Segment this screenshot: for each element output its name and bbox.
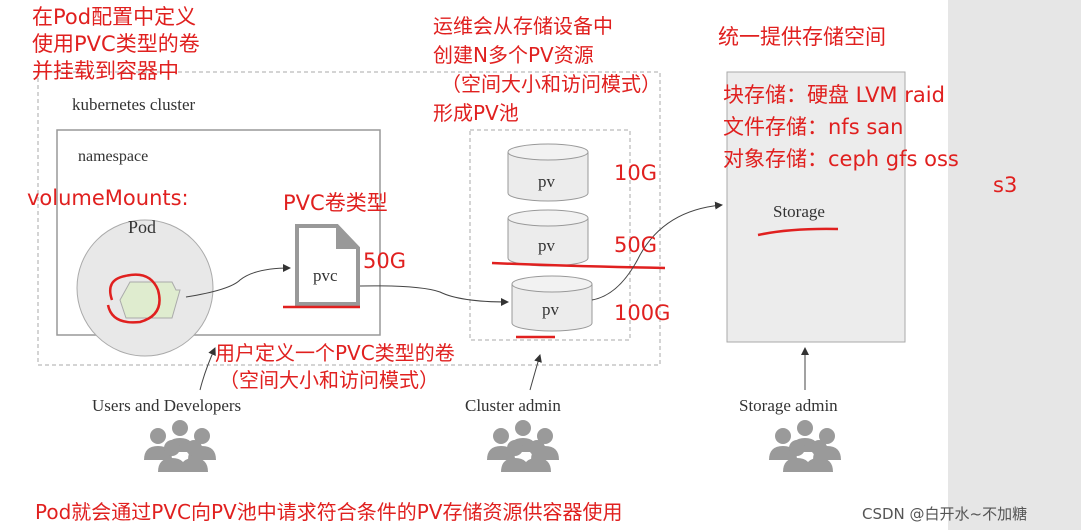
cluster-label: kubernetes cluster xyxy=(72,95,196,114)
actor-storage-admin: Storage admin xyxy=(739,396,838,415)
s3-note: s3 xyxy=(993,173,1018,197)
pv-size-100g: 100G xyxy=(614,301,671,325)
pv-label: pv xyxy=(538,172,555,191)
pvc-to-pv-arrow xyxy=(359,285,509,306)
cluster-admin-arrow xyxy=(529,354,542,391)
pod-config-note: 在Pod配置中定义 使用PVC类型的卷 并挂载到容器中 xyxy=(32,4,200,85)
gray-side-panel xyxy=(948,0,1081,530)
pvc-label: pvc xyxy=(313,266,338,285)
users-arrow xyxy=(199,347,216,391)
storage-box xyxy=(726,71,906,343)
user-define-note: 用户定义一个PVC类型的卷 （空间大小和访问模式） xyxy=(215,340,455,394)
note-line: 块存储：硬盘 LVM raid xyxy=(723,83,945,107)
note-line: （空间大小和访问模式） xyxy=(219,368,439,392)
note-line: 创建N多个PV资源 xyxy=(433,43,594,67)
note-line: 文件存储：nfs san xyxy=(723,115,904,139)
storage-label: Storage xyxy=(773,202,825,221)
note-line: 对象存储：ceph gfs oss xyxy=(723,147,959,171)
pv-size-50g: 50G xyxy=(614,233,657,257)
pvc-document-icon xyxy=(295,224,360,306)
note-line: 并挂载到容器中 xyxy=(32,59,179,83)
note-line: 运维会从存储设备中 xyxy=(433,14,613,38)
namespace-box xyxy=(56,129,381,336)
namespace-label: namespace xyxy=(78,148,149,165)
users-group-icon xyxy=(144,420,216,472)
cluster-boundary xyxy=(37,71,661,366)
volume-mounts-note: volumeMounts: xyxy=(27,186,189,210)
watermark: CSDN @白开水~不加糖 xyxy=(862,505,1028,523)
note-line: 用户定义一个PVC类型的卷 xyxy=(215,341,455,365)
note-line: 在Pod配置中定义 xyxy=(32,5,197,29)
cluster-admin-group-icon xyxy=(487,420,559,472)
pod-label: Pod xyxy=(128,217,157,237)
actor-cluster-admin: Cluster admin xyxy=(465,396,561,415)
storage-types-note: 块存储：硬盘 LVM raid 文件存储：nfs san 对象存储：ceph g… xyxy=(723,79,959,175)
pv-to-storage-arrow xyxy=(591,201,723,301)
storage-admin-group-icon xyxy=(769,420,841,472)
pvc-size-note: 50G xyxy=(363,249,406,273)
actor-users-developers: Users and Developers xyxy=(92,396,242,415)
pv-cylinder xyxy=(507,143,589,202)
pv-cylinder xyxy=(507,209,589,267)
bottom-note: Pod就会通过PVC向PV池中请求符合条件的PV存储资源供容器使用 xyxy=(35,500,623,524)
ops-note: 运维会从存储设备中 创建N多个PV资源 （空间大小和访问模式） 形成PV池 xyxy=(433,12,661,128)
pv-label: pv xyxy=(538,236,555,255)
unified-storage-note: 统一提供存储空间 xyxy=(718,25,886,49)
pv-cylinder xyxy=(511,275,593,332)
note-line: （空间大小和访问模式） xyxy=(441,72,661,96)
pvc-type-note: PVC卷类型 xyxy=(283,191,388,215)
pv-size-10g: 10G xyxy=(614,161,657,185)
note-line: 形成PV池 xyxy=(433,101,519,125)
pod-to-pvc-arrow xyxy=(185,264,291,298)
note-line: 使用PVC类型的卷 xyxy=(32,32,200,56)
folder-icon xyxy=(106,273,181,324)
pv-pool-box xyxy=(469,129,631,341)
pv-label: pv xyxy=(542,300,559,319)
